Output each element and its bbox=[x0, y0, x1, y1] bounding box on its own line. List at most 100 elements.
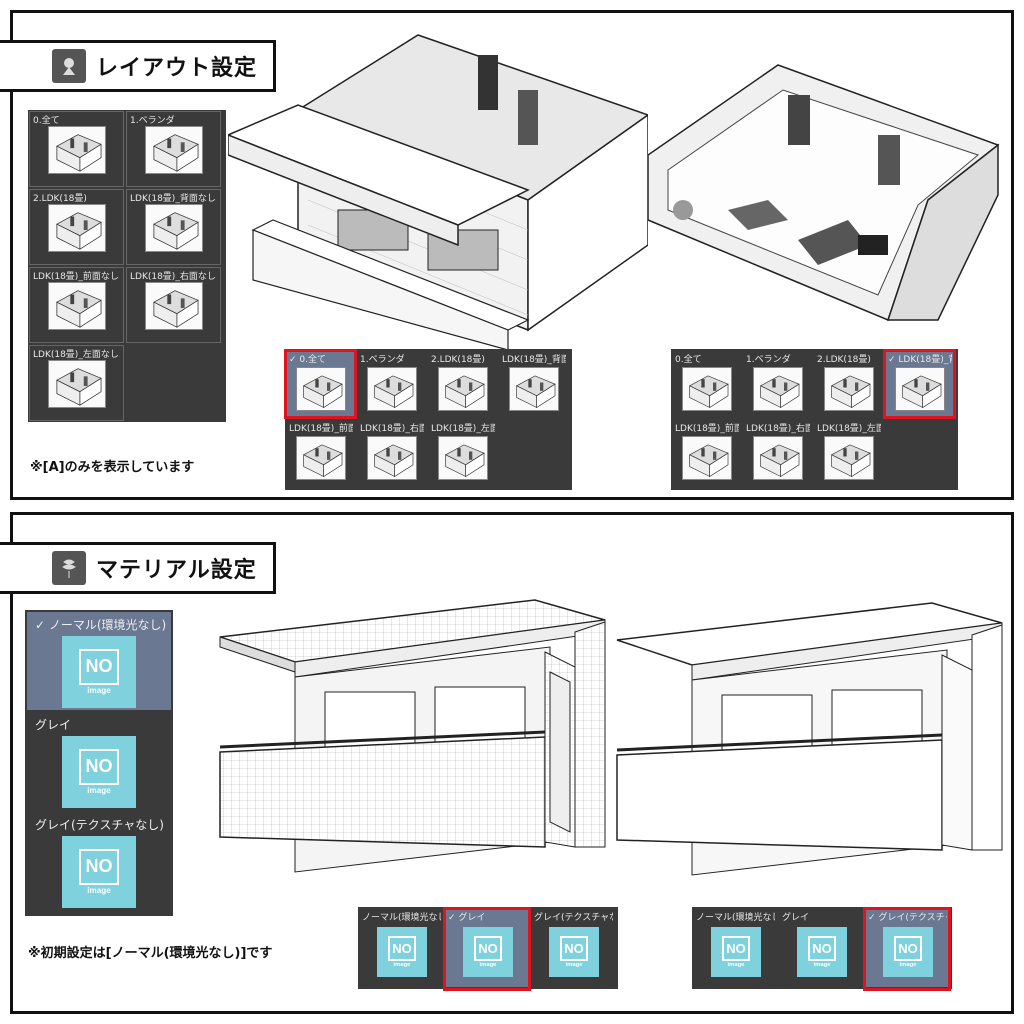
layout-thumbnail bbox=[145, 282, 203, 330]
layout-render-full bbox=[228, 34, 648, 350]
layout-list-item[interactable]: LDK(18畳)_右面なし bbox=[126, 267, 221, 343]
layout-list-item[interactable]: LDK(18畳)_左面なし bbox=[29, 345, 124, 421]
layout-item-label: LDK(18畳)_左面な bbox=[817, 424, 881, 434]
no-image-sub: image bbox=[565, 961, 583, 968]
layout-grid-item[interactable]: 2.LDK(18畳) bbox=[814, 351, 883, 417]
selection-highlight bbox=[883, 349, 956, 419]
no-image-text: NO bbox=[808, 935, 836, 961]
material-settings-header: マテリアル設定 bbox=[0, 542, 276, 594]
layout-item-label: 1.ベランダ bbox=[360, 355, 405, 365]
material-item-label: グレイ(テクスチャなし) bbox=[534, 913, 613, 923]
layout-thumbnail bbox=[296, 367, 346, 411]
material-item-label: グレイ bbox=[782, 913, 810, 923]
layout-grid-item[interactable]: 0.全て bbox=[672, 351, 741, 417]
layout-item-label: ✓ 0.全て bbox=[289, 355, 326, 365]
layout-item-label: LDK(18畳)_前面なし bbox=[33, 272, 119, 282]
layout-thumbnail bbox=[48, 282, 106, 330]
layout-thumbnail bbox=[824, 436, 874, 480]
material-title: マテリアル設定 bbox=[96, 558, 257, 583]
layout-grid-item[interactable]: ✓ LDK(18畳)_背面な bbox=[883, 349, 956, 419]
no-image-sub: image bbox=[87, 685, 111, 695]
layout-thumbnail bbox=[682, 367, 732, 411]
layout-list-panel: 0.全て 1.ベランダ 2.LDK(18畳) LDK(18畳)_背面なし LDK(18畳… bbox=[28, 110, 226, 422]
layout-thumbnail bbox=[895, 367, 945, 411]
no-image-text: NO bbox=[78, 748, 120, 785]
layout-grid-item[interactable]: 1.ベランダ bbox=[357, 351, 426, 417]
layout-grid-item[interactable]: LDK(18畳)_左面な bbox=[428, 420, 497, 486]
material-item-label: ✓ グレイ bbox=[448, 913, 486, 923]
layout-item-label: LDK(18畳)_背面なし bbox=[130, 194, 216, 204]
layout-thumbnail bbox=[367, 367, 417, 411]
layout-list-item[interactable]: LDK(18畳)_前面なし bbox=[29, 267, 124, 343]
layout-item-label: 2.LDK(18畳) bbox=[431, 355, 485, 365]
layout-grid-item[interactable]: LDK(18畳)_左面な bbox=[814, 420, 883, 486]
layout-item-label: LDK(18畳)_右面な bbox=[746, 424, 810, 434]
layout-list-item[interactable]: 1.ベランダ bbox=[126, 111, 221, 187]
layout-thumbnail bbox=[48, 204, 106, 252]
no-image-text: NO bbox=[722, 935, 750, 961]
layout-thumbnail bbox=[753, 367, 803, 411]
layout-grid-item[interactable]: LDK(18畳)_右面な bbox=[743, 420, 812, 486]
no-image-sub: image bbox=[87, 885, 111, 895]
layout-item-label: 2.LDK(18畳) bbox=[817, 355, 871, 365]
material-settings-icon bbox=[52, 551, 86, 585]
layout-list-item[interactable]: LDK(18畳)_背面なし bbox=[126, 189, 221, 265]
layout-item-label: LDK(18畳)_右面なし bbox=[130, 272, 216, 282]
layout-thumbnail bbox=[145, 204, 203, 252]
no-image-sub: image bbox=[727, 961, 745, 968]
material-render-plain bbox=[616, 602, 1003, 876]
page-title: レイアウト設定 bbox=[96, 56, 258, 81]
layout-grid-b: 0.全て 1.ベランダ 2.LDK(18畳) ✓ LDK(18畳)_背面な LDK(18… bbox=[671, 349, 958, 490]
layout-grid-item[interactable]: 1.ベランダ bbox=[743, 351, 812, 417]
layout-item-label: 0.全て bbox=[675, 355, 702, 365]
layout-grid-item[interactable]: LDK(18畳)_前面な bbox=[286, 420, 355, 486]
layout-item-label: LDK(18畳)_背面な bbox=[502, 355, 566, 365]
layout-grid-item[interactable]: ✓ 0.全て bbox=[284, 349, 357, 419]
layout-list-item[interactable]: 0.全て bbox=[29, 111, 124, 187]
layout-item-label: 0.全て bbox=[33, 116, 60, 126]
layout-thumbnail bbox=[48, 126, 106, 174]
layout-thumbnail bbox=[296, 436, 346, 480]
layout-item-label: 1.ベランダ bbox=[130, 116, 175, 126]
no-image-text: NO bbox=[560, 935, 588, 961]
layout-grid-item[interactable]: 2.LDK(18畳) bbox=[428, 351, 497, 417]
layout-grid-item[interactable]: LDK(18畳)_右面な bbox=[357, 420, 426, 486]
material-render-textured bbox=[219, 599, 606, 873]
layout-list-item[interactable]: 2.LDK(18畳) bbox=[29, 189, 124, 265]
layout-grid-item[interactable]: LDK(18畳)_前面な bbox=[672, 420, 741, 486]
no-image-sub: image bbox=[87, 785, 111, 795]
layout-thumbnail bbox=[145, 126, 203, 174]
material-item-label: ✓ ノーマル(環境光なし) bbox=[35, 618, 167, 632]
no-image-text: NO bbox=[78, 848, 120, 885]
layout-note: ※[A]のみを表示しています bbox=[30, 460, 195, 475]
layout-thumbnail bbox=[48, 360, 106, 408]
layout-grid-item[interactable]: LDK(18畳)_背面な bbox=[499, 351, 568, 417]
layout-item-label: LDK(18畳)_前面な bbox=[675, 424, 739, 434]
layout-item-label: ✓ LDK(18畳)_背面な bbox=[888, 355, 952, 365]
no-image-text: NO bbox=[894, 935, 922, 961]
layout-thumbnail bbox=[509, 367, 559, 411]
layout-thumbnail bbox=[438, 436, 488, 480]
layout-item-label: LDK(18畳)_左面なし bbox=[33, 350, 119, 360]
layout-thumbnail bbox=[438, 367, 488, 411]
layout-render-cutaway bbox=[648, 64, 1000, 322]
material-item-label: ノーマル(環境光なし) bbox=[696, 913, 775, 923]
no-image-sub: image bbox=[393, 961, 411, 968]
